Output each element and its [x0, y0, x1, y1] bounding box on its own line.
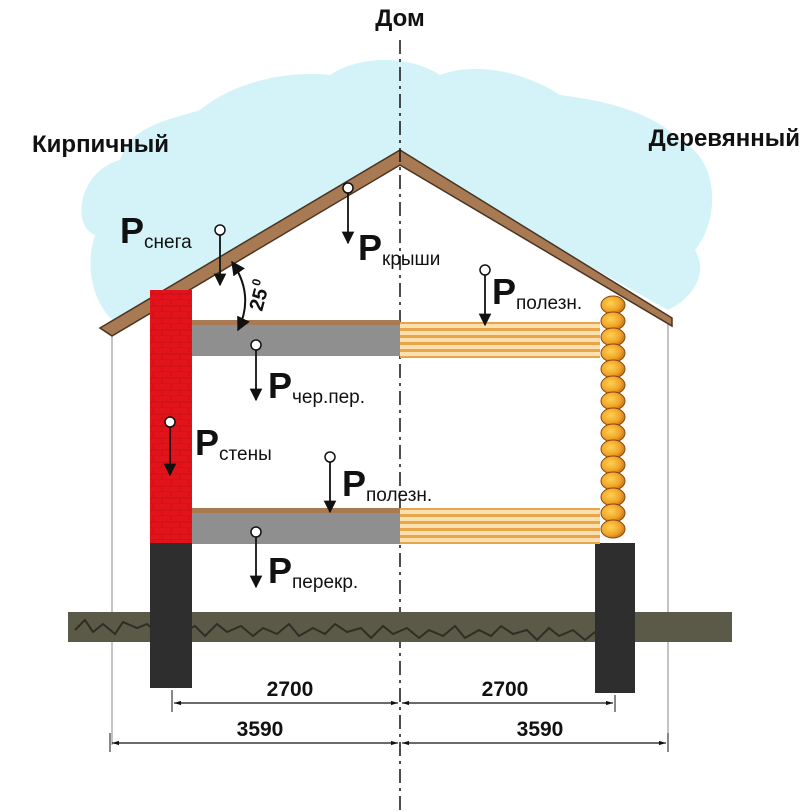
log-2 [600, 327, 626, 347]
log-0 [600, 295, 626, 315]
dim-outer-right: 3590 [517, 718, 564, 741]
dim-inner-left: 2700 [267, 678, 314, 701]
label-p-useful-mid: Pполезн. [342, 463, 432, 506]
load-arrow-useful-top [478, 264, 492, 327]
log-10 [600, 455, 626, 475]
log-5 [600, 375, 626, 395]
log-4 [600, 359, 626, 379]
title-brick: Кирпичный [32, 131, 169, 158]
label-p-floor: Pперекр. [268, 550, 358, 593]
log-12 [600, 487, 626, 507]
attic-slab-top [192, 320, 400, 325]
log-9 [600, 439, 626, 459]
load-arrow-wall [163, 416, 177, 477]
floor-slab-concrete [192, 512, 400, 544]
log-6 [600, 391, 626, 411]
label-p-useful-top: Pполезн. [492, 271, 582, 314]
angle-value: 25 [246, 286, 273, 313]
load-arrow-attic [249, 339, 263, 402]
dim-inner-right: 2700 [482, 678, 529, 701]
dim-outer-left: 3590 [237, 718, 284, 741]
attic-slab-timber [400, 322, 600, 358]
load-arrow-snow [213, 224, 227, 287]
log-7 [600, 407, 626, 427]
label-p-snow: Pснега [120, 210, 192, 253]
left-foundation [150, 543, 192, 688]
floor-slab-top [192, 508, 400, 513]
load-arrow-roof [341, 182, 355, 245]
log-wall [600, 295, 626, 539]
log-14 [600, 519, 626, 539]
snow-cover [81, 60, 713, 320]
dimension-inner [171, 690, 616, 712]
label-p-attic: Pчер.пер. [268, 365, 365, 408]
attic-slab-concrete [192, 324, 400, 356]
label-p-roof: Pкрыши [358, 227, 440, 270]
log-1 [600, 311, 626, 331]
angle-label: 25 0 [246, 277, 273, 313]
log-11 [600, 471, 626, 491]
log-8 [600, 423, 626, 443]
log-13 [600, 503, 626, 523]
log-3 [600, 343, 626, 363]
dimension-outer [109, 733, 669, 752]
floor-slab-timber [400, 508, 600, 544]
angle-unit: 0 [249, 277, 264, 287]
title-wooden: Деревянный [649, 125, 800, 152]
title-house: Дом [375, 5, 425, 32]
label-p-wall: Pстены [195, 422, 272, 465]
right-foundation [595, 543, 635, 693]
angle-arc [231, 260, 250, 332]
load-arrow-useful-mid [323, 451, 337, 514]
load-arrow-floor [249, 526, 263, 589]
